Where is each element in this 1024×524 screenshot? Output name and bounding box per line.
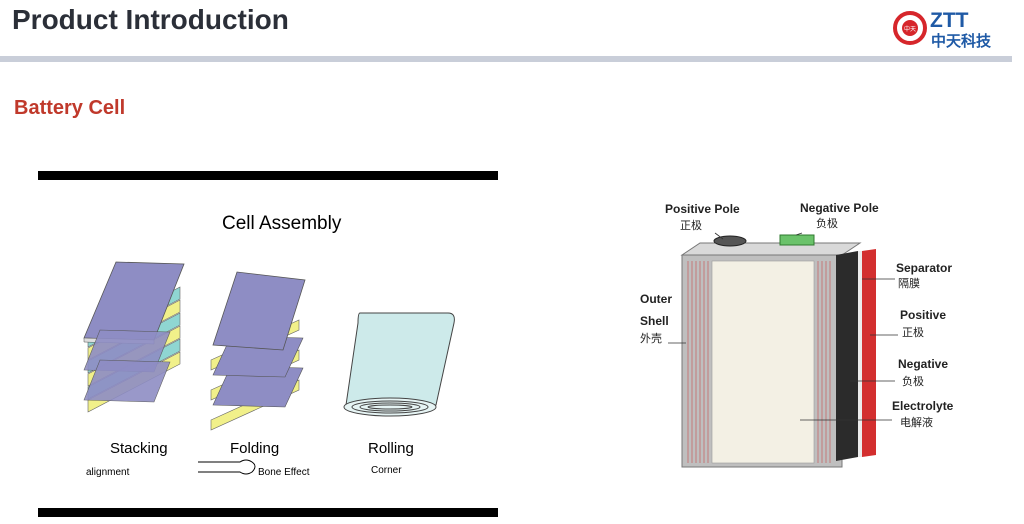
stacking-note: alignment (86, 467, 130, 478)
stacking-illustration (83, 261, 185, 413)
separator-label: Separator (896, 261, 952, 275)
rolling-label: Rolling (368, 440, 414, 457)
negative-label-zh: 负极 (902, 374, 924, 388)
outer-shell-label-1: Outer (640, 292, 672, 306)
panel-bottom-bar (38, 508, 498, 517)
section-title: Battery Cell (14, 97, 126, 119)
negative-pole (779, 234, 815, 246)
page-title: Product Introduction (12, 4, 289, 35)
negative-label: Negative (898, 357, 948, 371)
positive-label-zh: 正极 (902, 325, 924, 339)
stacking-label: Stacking (110, 440, 168, 457)
rolling-note: Corner (371, 465, 402, 476)
positive-pole (713, 235, 747, 247)
logo-emblem-icon (893, 11, 927, 45)
logo-badge: 中天 (904, 25, 916, 33)
separator-label-zh: 隔膜 (898, 277, 920, 290)
electrode-layers (687, 261, 831, 463)
cell-assembly-title: Cell Assembly (222, 213, 342, 234)
separator-sheet (858, 251, 862, 457)
ztt-logo: 中天 ZTT 中天科技 (893, 9, 992, 50)
bone-effect-icon (198, 459, 256, 475)
outer-shell-label-zh: 外壳 (640, 331, 662, 345)
logo-chinese: 中天科技 (931, 32, 992, 50)
electrolyte-label: Electrolyte (892, 399, 954, 413)
folding-label: Folding (230, 440, 280, 457)
panel-top-bar (38, 171, 498, 180)
folding-note: Bone Effect (258, 467, 310, 478)
negative-sheet (836, 251, 858, 461)
negative-pole-label: Negative Pole (800, 201, 879, 215)
rolling-illustration (343, 312, 455, 417)
electrolyte-area (711, 260, 815, 464)
electrolyte-label-zh: 电解液 (900, 415, 933, 429)
header-divider (0, 56, 1012, 62)
outer-shell-label-2: Shell (640, 314, 669, 328)
positive-sheet (862, 249, 876, 457)
battery-cell-diagram: Positive Pole 正极 Negative Pole 负极 Outer … (640, 201, 954, 468)
positive-pole-label: Positive Pole (665, 202, 740, 216)
outer-shell (680, 242, 862, 256)
folding-illustration (210, 271, 306, 431)
positive-label: Positive (900, 308, 946, 322)
negative-pole-label-zh: 负极 (816, 216, 838, 230)
positive-pole-label-zh: 正极 (680, 218, 702, 232)
logo-brand: ZTT (930, 9, 969, 32)
